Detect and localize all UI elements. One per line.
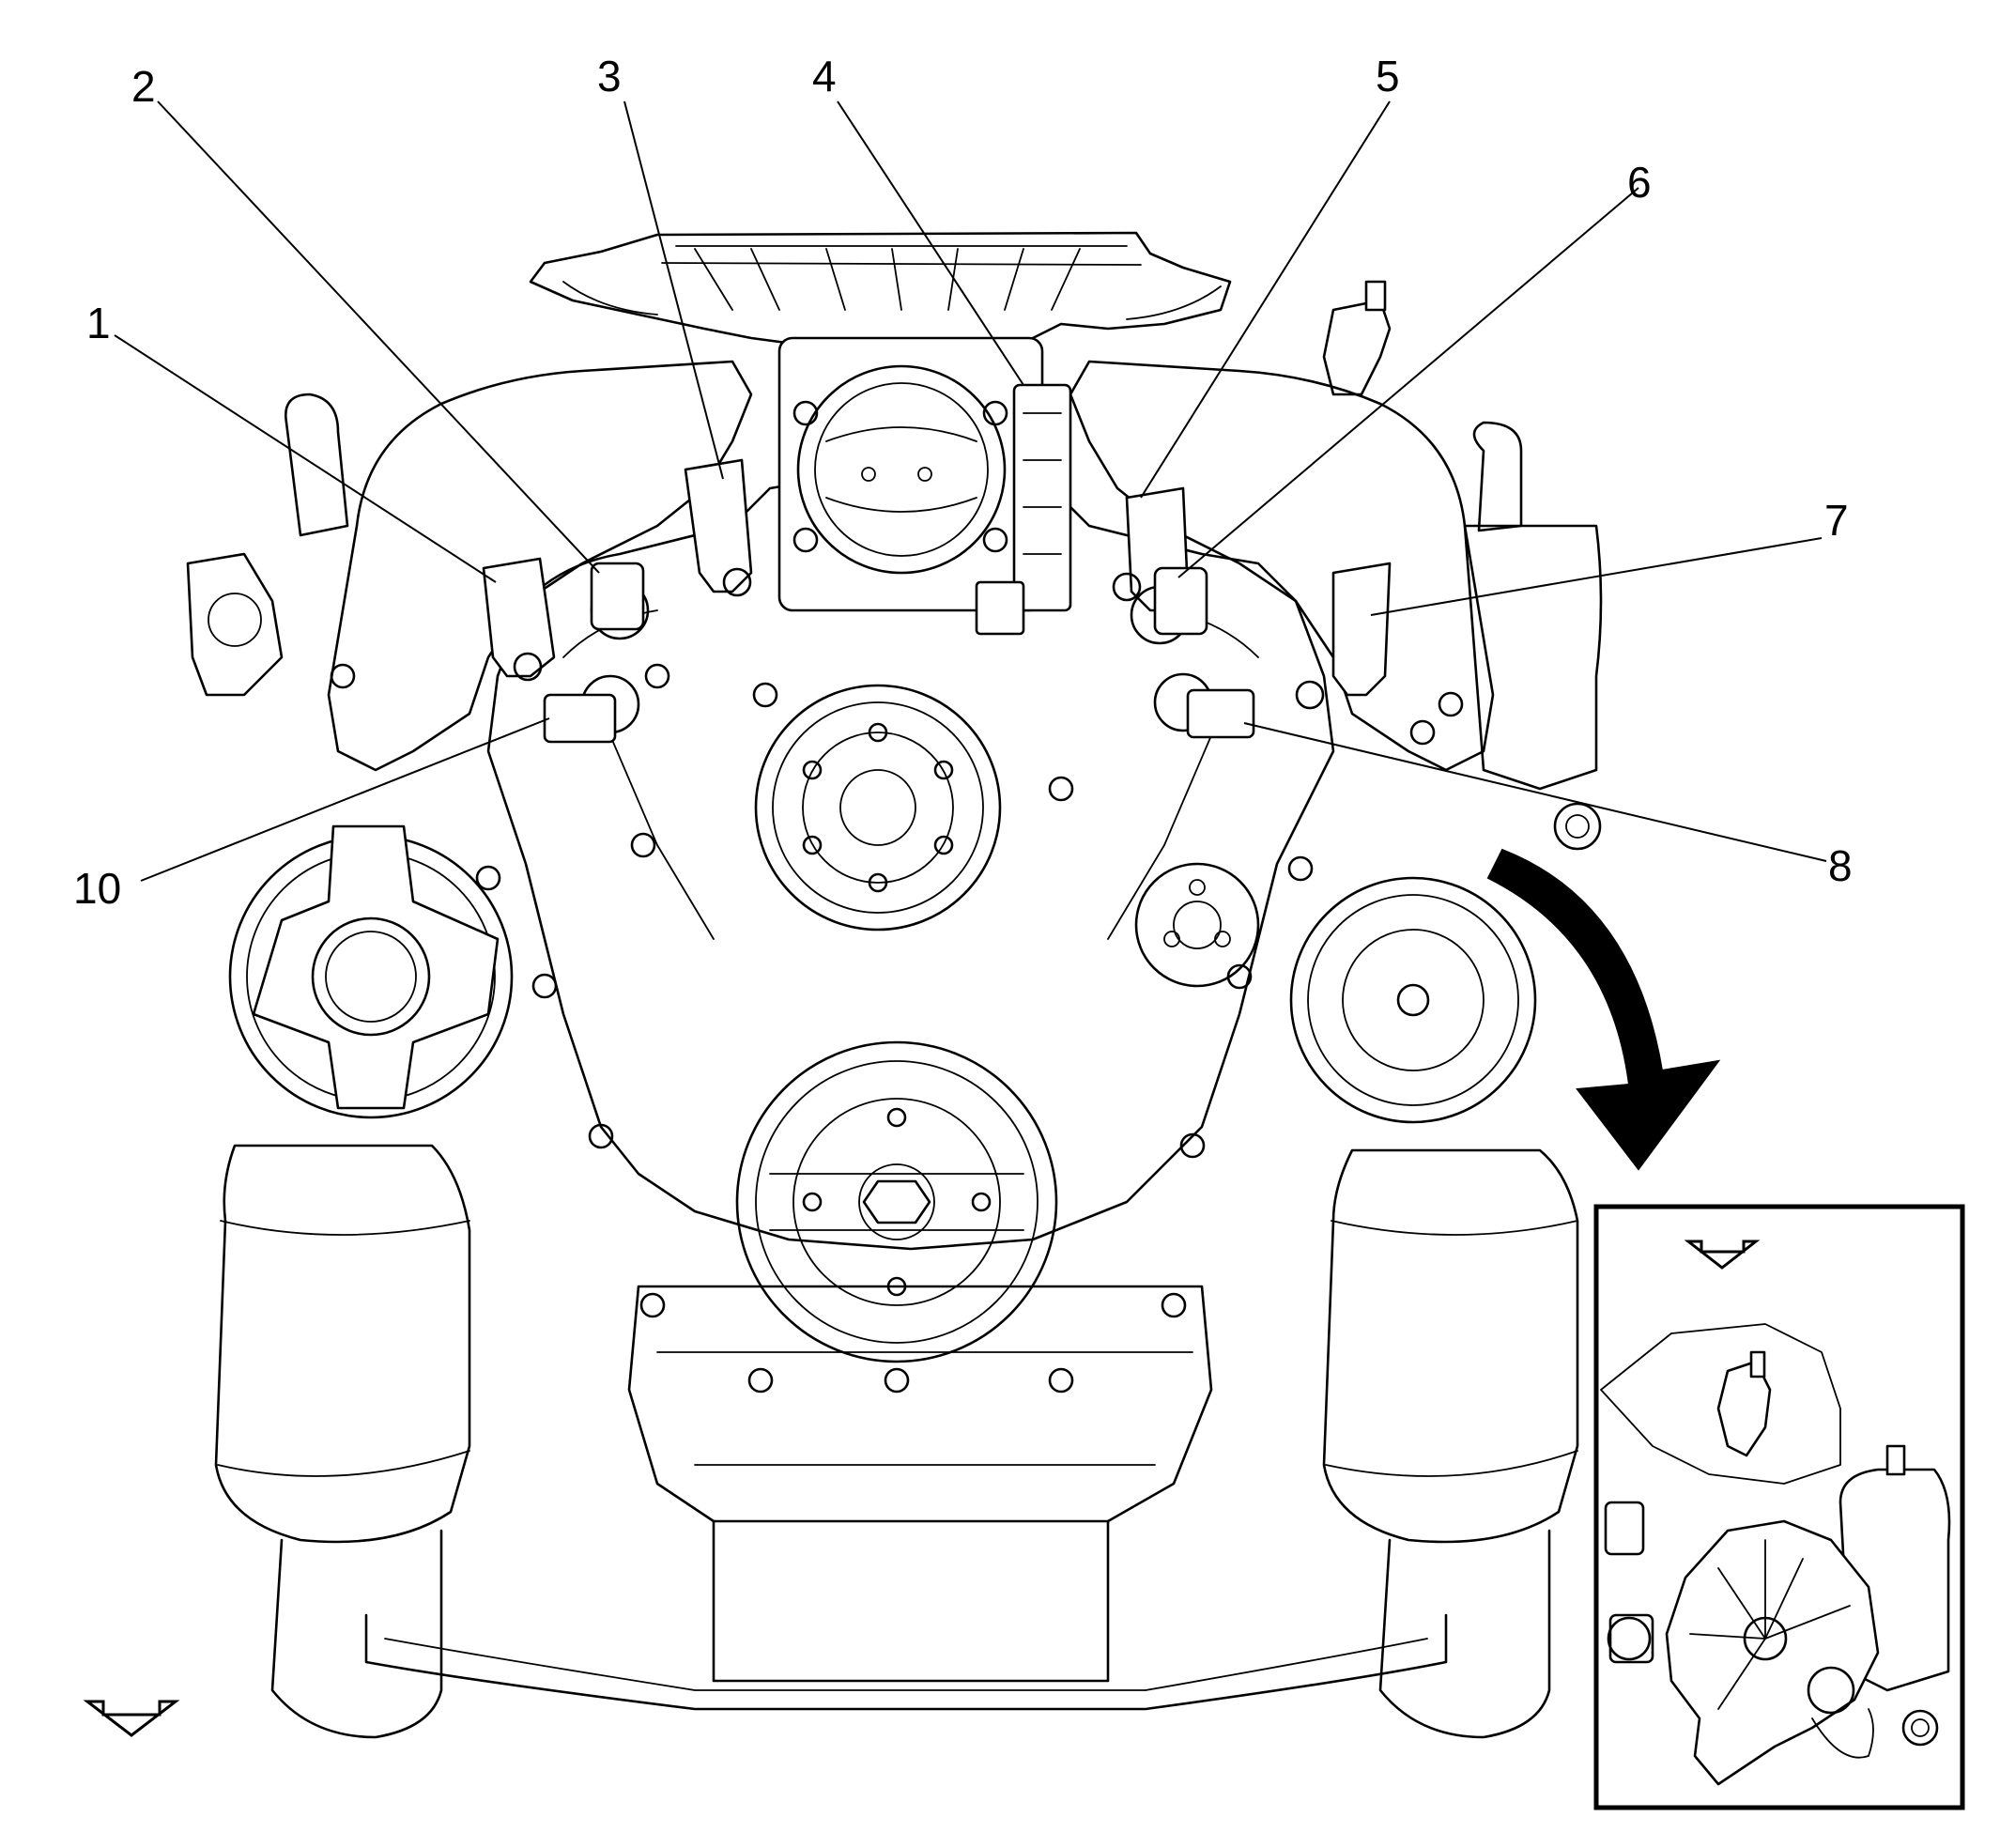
callout-labels: 1 2 3 4 5 6 7 8 9 10	[73, 52, 1854, 1301]
inset-illustration	[1600, 1323, 1951, 1786]
callout-8: 8	[1828, 841, 1853, 890]
callout-1: 1	[86, 299, 111, 347]
curved-pointer-arrow-icon	[1486, 848, 1721, 1171]
bolt-array	[330, 663, 1464, 1394]
view-direction-arrow-icon	[83, 1700, 180, 1737]
callout-leaders	[114, 100, 1844, 1527]
callout-6: 6	[1627, 158, 1652, 207]
sensor-connector-group	[543, 562, 1255, 744]
callout-4: 4	[812, 52, 837, 100]
callout-3: 3	[597, 52, 622, 100]
inset-view-direction-arrow-icon	[1684, 1240, 1761, 1270]
callout-5: 5	[1376, 52, 1400, 100]
engine-illustration	[186, 231, 1603, 1739]
callout-7: 7	[1824, 496, 1849, 545]
callout-10: 10	[73, 864, 121, 913]
callout-2: 2	[131, 62, 156, 111]
ignition-coil-group	[482, 458, 1392, 710]
detail-inset	[1593, 1204, 1965, 1810]
